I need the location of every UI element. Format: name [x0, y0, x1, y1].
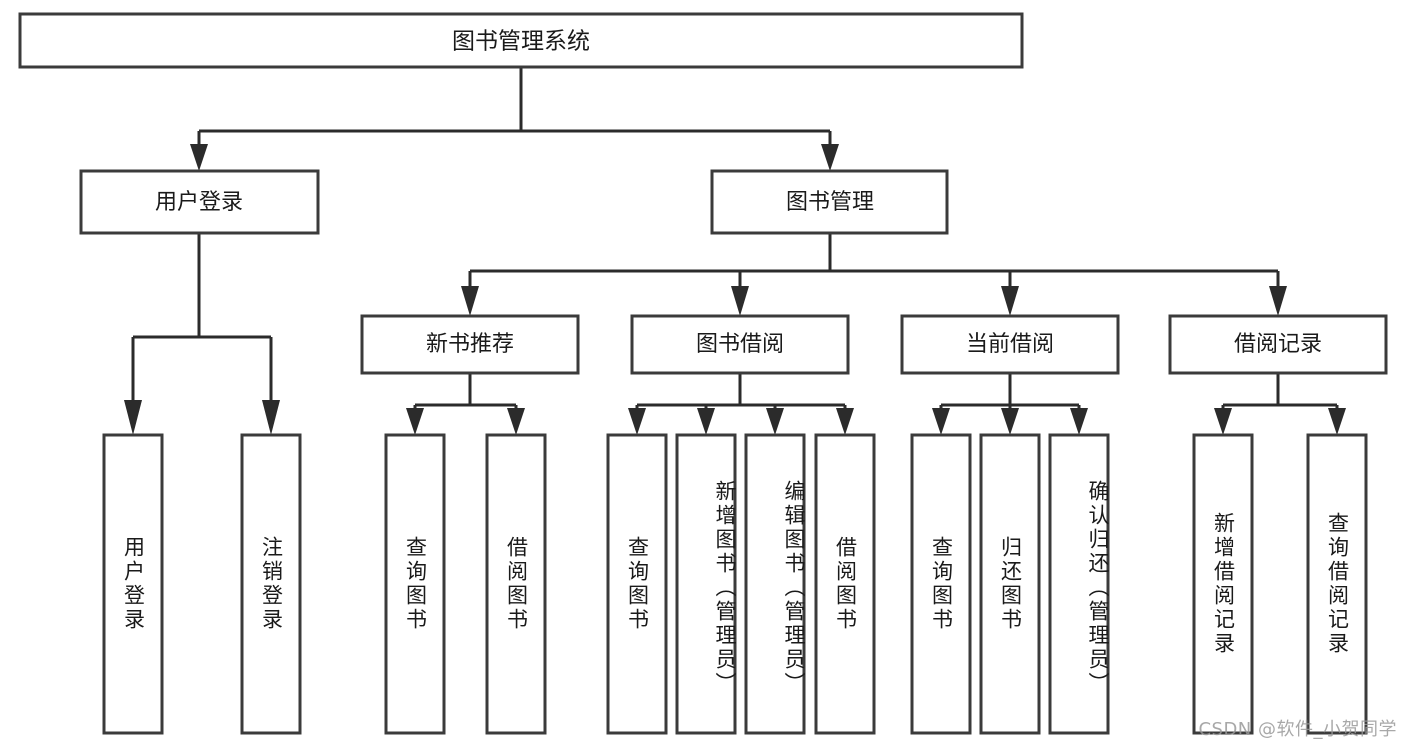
node-leaf-user-login-box[interactable] [102, 433, 164, 735]
arrow-to-current-borrow [1001, 286, 1019, 316]
arrow-leaf-query-book-3 [932, 408, 950, 435]
node-leaf-query-book-2-box[interactable] [606, 433, 668, 735]
arrow-to-new-book-rec [461, 286, 479, 316]
connector-layer [124, 67, 1346, 435]
node-borrow-record-label: 借阅记录 [1234, 332, 1322, 357]
node-book-borrow-label: 图书借阅 [696, 332, 784, 357]
node-root[interactable]: 图书管理系统 [18, 12, 1024, 69]
arrow-leaf-add-book [697, 408, 715, 435]
node-current-borrow-box[interactable] [900, 314, 1120, 375]
csdn-watermark: CSDN @软件_小贺同学 [1198, 719, 1397, 740]
arrow-leaf-edit-book [766, 408, 784, 435]
node-borrow-record[interactable]: 借阅记录 [1168, 314, 1388, 375]
node-leaf-query-record-box[interactable] [1306, 433, 1368, 735]
node-leaf-query-book-3-box[interactable] [910, 433, 972, 735]
arrow-leaf-user-logout [262, 400, 280, 435]
arrow-leaf-user-login [124, 400, 142, 435]
arrow-leaf-borrow-book-2 [836, 408, 854, 435]
node-root-label: 图书管理系统 [452, 29, 590, 55]
node-leaf-add-book-box[interactable] [675, 433, 737, 735]
node-leaf-user-logout-box[interactable] [240, 433, 302, 735]
node-user-login[interactable]: 用户登录 [79, 169, 320, 235]
leaf-box-layer [102, 433, 1368, 735]
node-book-borrow-box[interactable] [630, 314, 850, 375]
node-book-manage[interactable]: 图书管理 [710, 169, 949, 235]
arrow-leaf-query-book-2 [628, 408, 646, 435]
arrow-leaf-confirm-return [1070, 408, 1088, 435]
arrow-leaf-query-book-1 [406, 408, 424, 435]
node-user-login-label: 用户登录 [155, 190, 243, 215]
arrow-leaf-return-book [1001, 408, 1019, 435]
node-leaf-add-record-box[interactable] [1192, 433, 1254, 735]
node-current-borrow[interactable]: 当前借阅 [900, 314, 1120, 375]
node-new-book-rec-label: 新书推荐 [426, 332, 514, 357]
node-leaf-borrow-book-2-box[interactable] [814, 433, 876, 735]
node-leaf-query-book-1-box[interactable] [384, 433, 446, 735]
arrow-to-user-login [190, 144, 208, 171]
node-root-box[interactable] [18, 12, 1024, 69]
node-leaf-confirm-return-box[interactable] [1048, 433, 1110, 735]
arrow-to-book-manage [821, 144, 839, 171]
arrow-to-borrow-record [1269, 286, 1287, 316]
arrow-leaf-borrow-book-1 [507, 408, 525, 435]
node-leaf-return-book-box[interactable] [979, 433, 1041, 735]
arrow-to-book-borrow [731, 286, 749, 316]
node-new-book-rec-box[interactable] [360, 314, 580, 375]
node-book-borrow[interactable]: 图书借阅 [630, 314, 850, 375]
node-book-manage-label: 图书管理 [786, 190, 874, 215]
arrow-leaf-add-record [1214, 408, 1232, 435]
node-current-borrow-label: 当前借阅 [966, 332, 1054, 357]
node-leaf-edit-book-box[interactable] [744, 433, 806, 735]
node-borrow-record-box[interactable] [1168, 314, 1388, 375]
node-new-book-rec[interactable]: 新书推荐 [360, 314, 580, 375]
arrow-leaf-query-record [1328, 408, 1346, 435]
node-leaf-borrow-book-1-box[interactable] [485, 433, 547, 735]
node-user-login-box[interactable] [79, 169, 320, 235]
node-book-manage-box[interactable] [710, 169, 949, 235]
